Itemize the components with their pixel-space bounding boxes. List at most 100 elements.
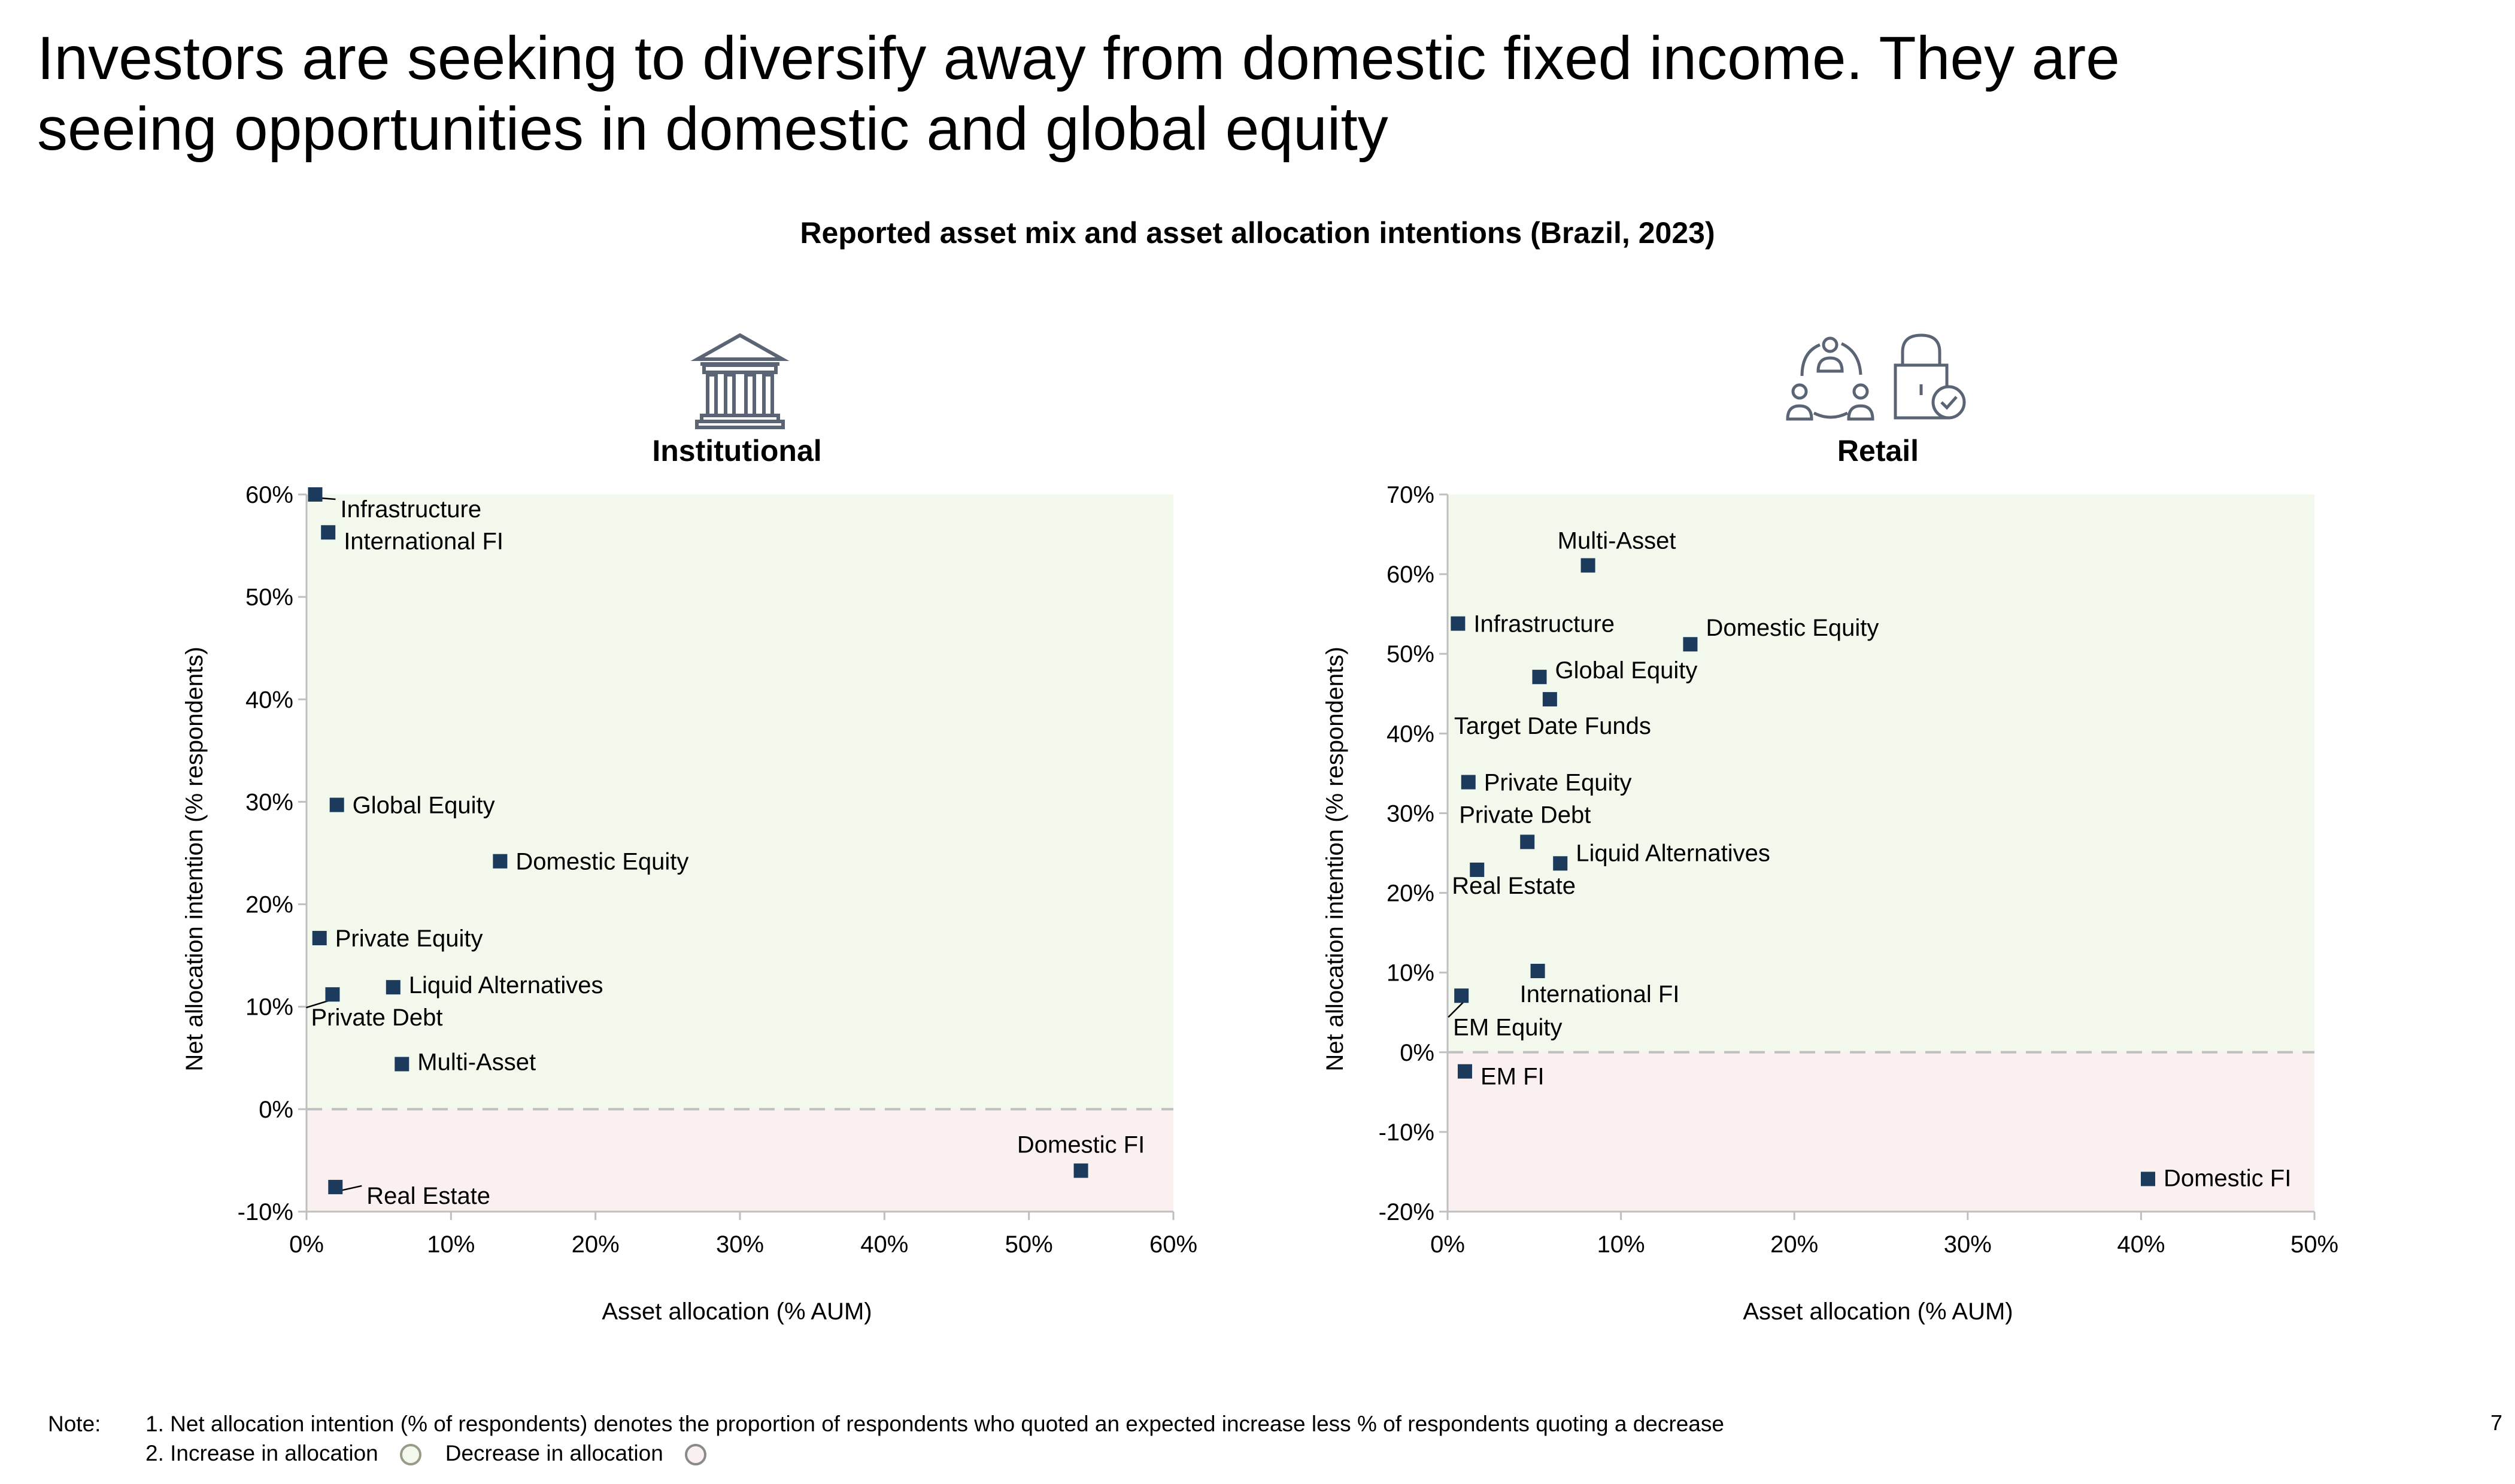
legend-decrease-label: Decrease in allocation xyxy=(445,1441,663,1465)
legend-increase: Increase in allocation xyxy=(170,1441,445,1466)
data-point-domestic-equity xyxy=(1683,637,1698,652)
y-tick-label: 60% xyxy=(1387,562,1434,588)
page-number: 7 xyxy=(2490,1410,2503,1435)
data-label-domestic-fi: Domestic FI xyxy=(2164,1165,2291,1191)
data-point-international-fi xyxy=(321,525,336,540)
x-tick-label: 40% xyxy=(2117,1231,2165,1258)
y-tick-label: -20% xyxy=(1379,1199,1434,1225)
people-cycle-and-lock-icon xyxy=(1786,333,1966,421)
legend-increase-swatch xyxy=(399,1444,421,1466)
note-line-2: 2. Increase in allocation Decrease in all… xyxy=(145,1441,730,1466)
data-label-domestic-equity: Domestic Equity xyxy=(515,849,688,875)
data-point-international-fi xyxy=(1530,964,1545,979)
chart-title: Retail xyxy=(1837,434,1919,468)
y-tick-label: 50% xyxy=(1387,641,1434,667)
x-tick-label: 10% xyxy=(1597,1231,1645,1258)
decrease-zone xyxy=(307,1109,1173,1212)
data-label-domestic-fi: Domestic FI xyxy=(1017,1132,1145,1158)
bank-building-icon xyxy=(690,333,790,429)
chart-retail: -20% -10% 0% 10% 20% 30% 40% 50% 60% 70% 0% 10% 20% 3… xyxy=(1322,434,2338,1325)
data-label-international-fi: International FI xyxy=(1520,981,1680,1007)
x-tick-label: 10% xyxy=(427,1231,475,1258)
data-point-infrastructure xyxy=(1451,616,1466,631)
data-point-em-equity xyxy=(1454,988,1469,1003)
y-tick-label: 30% xyxy=(245,789,293,815)
leader-line-infrastructure xyxy=(320,497,336,500)
x-tick-label: 60% xyxy=(1149,1231,1197,1258)
data-point-liquid-alternatives xyxy=(1553,856,1568,871)
x-tick-label: 30% xyxy=(1944,1231,1992,1258)
y-axis-label: Net allocation intention (% respondents) xyxy=(181,647,208,1071)
data-label-multi-asset: Multi-Asset xyxy=(1558,527,1676,554)
data-point-liquid-alternatives xyxy=(386,980,401,995)
x-tick-label: 20% xyxy=(572,1231,620,1258)
x-tick-label: 40% xyxy=(860,1231,908,1258)
data-point-real-estate xyxy=(328,1179,343,1194)
data-label-real-estate: Real Estate xyxy=(366,1183,490,1209)
data-point-domestic-fi xyxy=(1073,1163,1088,1178)
y-tick-label: 40% xyxy=(1387,721,1434,747)
data-point-private-equity xyxy=(1461,775,1476,790)
increase-zone xyxy=(1448,494,2314,1052)
y-tick-label: 70% xyxy=(1387,482,1434,508)
data-point-multi-asset xyxy=(395,1057,409,1072)
x-tick-label: 30% xyxy=(716,1231,764,1258)
data-point-em-fi xyxy=(1457,1064,1472,1079)
legend-decrease-swatch xyxy=(684,1444,706,1466)
data-label-global-equity: Global Equity xyxy=(1555,657,1697,684)
data-point-domestic-equity xyxy=(493,854,508,869)
y-tick-label: 30% xyxy=(1387,800,1434,827)
data-label-em-equity: EM Equity xyxy=(1453,1014,1562,1040)
data-point-private-debt xyxy=(325,987,340,1002)
x-axis-label: Asset allocation (% AUM) xyxy=(1743,1298,2013,1325)
data-point-real-estate xyxy=(1470,862,1485,877)
data-point-private-debt xyxy=(1520,834,1535,849)
data-label-private-equity: Private Equity xyxy=(335,925,483,952)
data-label-target-date-funds: Target Date Funds xyxy=(1454,713,1651,739)
x-tick-label: 20% xyxy=(1770,1231,1818,1258)
x-tick-label: 50% xyxy=(2290,1231,2338,1258)
data-label-domestic-equity: Domestic Equity xyxy=(1706,615,1879,641)
data-label-global-equity: Global Equity xyxy=(353,793,495,819)
data-label-private-debt: Private Debt xyxy=(311,1004,442,1031)
note-line-2-prefix: 2. xyxy=(145,1441,164,1465)
y-tick-label: 40% xyxy=(245,687,293,713)
x-axis-label: Asset allocation (% AUM) xyxy=(602,1298,872,1325)
legend-decrease: Decrease in allocation xyxy=(445,1441,730,1466)
data-point-infrastructure xyxy=(308,487,323,502)
leader-line-real-estate xyxy=(339,1185,362,1192)
data-point-multi-asset xyxy=(1580,558,1595,573)
data-point-global-equity xyxy=(1532,669,1547,684)
y-tick-label: 50% xyxy=(245,584,293,611)
y-tick-label: 0% xyxy=(259,1097,293,1123)
y-tick-label: -10% xyxy=(1379,1119,1434,1146)
x-tick-label: 50% xyxy=(1005,1231,1053,1258)
data-label-infrastructure: Infrastructure xyxy=(340,496,481,523)
data-label-private-equity: Private Equity xyxy=(1484,770,1632,796)
chart-institutional: -10%0%10%20%30%40%50%60%0%10%20%30%40%50… xyxy=(181,434,1197,1325)
decrease-zone xyxy=(1448,1052,2314,1212)
data-point-target-date-funds xyxy=(1542,692,1557,707)
data-label-infrastructure: Infrastructure xyxy=(1473,611,1615,638)
y-tick-label: 0% xyxy=(1400,1040,1434,1066)
data-label-real-estate: Real Estate xyxy=(1452,873,1576,899)
chart-title: Institutional xyxy=(652,434,821,468)
legend-increase-label: Increase in allocation xyxy=(170,1441,378,1465)
y-tick-label: 60% xyxy=(245,482,293,508)
data-label-em-fi: EM FI xyxy=(1481,1064,1545,1090)
y-tick-label: -10% xyxy=(238,1199,293,1225)
chart-heading: Reported asset mix and asset allocation … xyxy=(800,216,1715,250)
note-label: Note: xyxy=(48,1412,101,1436)
y-tick-label: 20% xyxy=(1387,881,1434,907)
data-point-domestic-fi xyxy=(2140,1172,2155,1186)
x-tick-label: 0% xyxy=(289,1231,324,1258)
data-point-private-equity xyxy=(312,931,327,946)
y-tick-label: 10% xyxy=(1387,960,1434,987)
data-point-global-equity xyxy=(329,797,344,812)
note-line-1: 1. Net allocation intention (% of respon… xyxy=(145,1412,1724,1436)
data-label-liquid-alternatives: Liquid Alternatives xyxy=(1576,840,1770,866)
data-label-international-fi: International FI xyxy=(344,528,503,554)
increase-zone xyxy=(307,494,1173,1109)
x-tick-label: 0% xyxy=(1430,1231,1465,1258)
